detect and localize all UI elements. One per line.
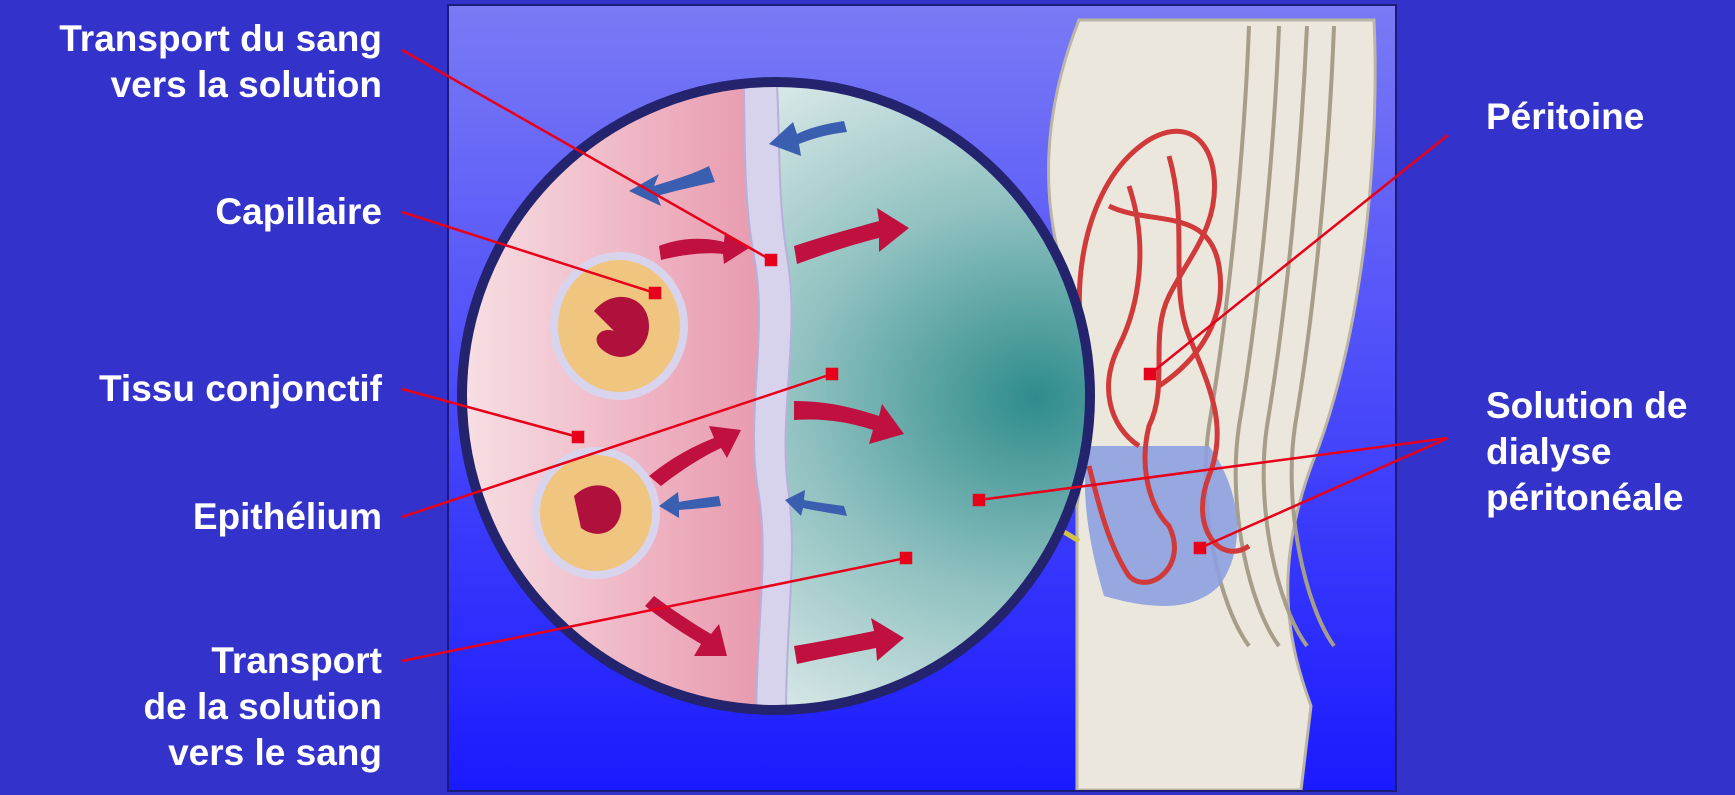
leader-marker — [901, 553, 911, 563]
leader-marker — [650, 288, 660, 298]
leader-marker — [827, 369, 837, 379]
leader-marker — [974, 495, 984, 505]
leader-capillary — [402, 212, 655, 293]
leader-marker — [573, 432, 583, 442]
leader-peritoneum — [1150, 135, 1448, 374]
leader-epithelium — [402, 374, 832, 517]
leader-marker — [1195, 543, 1205, 553]
leader-marker — [766, 255, 776, 265]
leader-transport-solution — [402, 558, 906, 661]
leader-connective-tissue — [402, 389, 578, 437]
leader-marker — [1145, 369, 1155, 379]
